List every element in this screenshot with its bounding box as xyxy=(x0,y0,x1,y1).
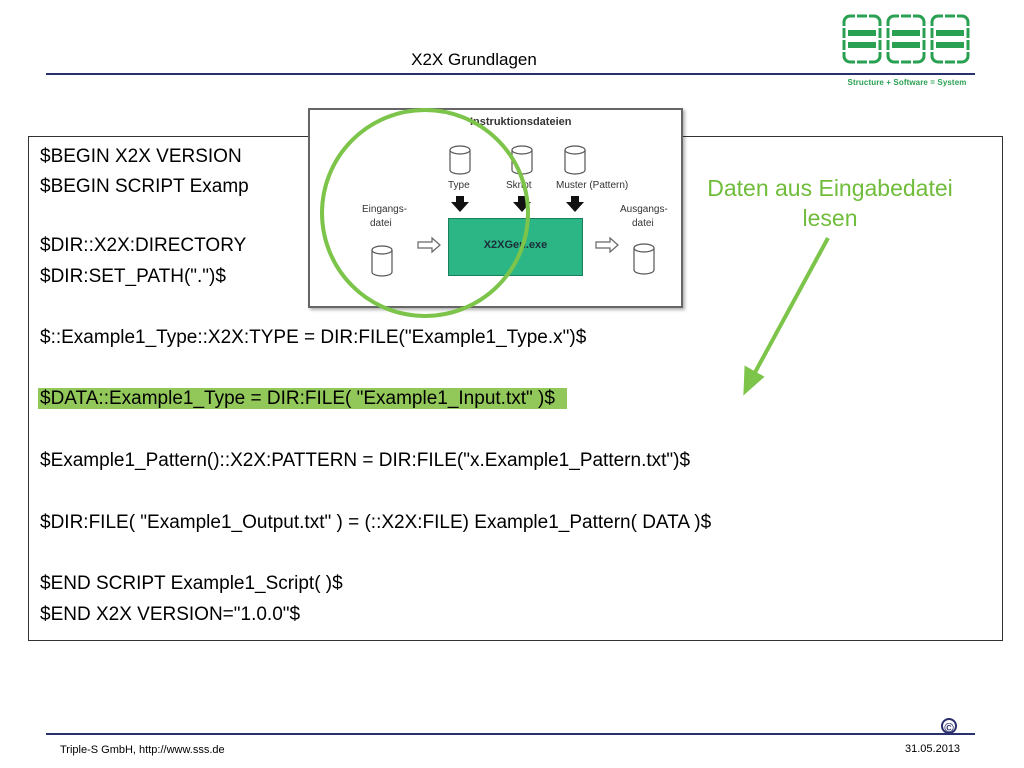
footer-company: Triple-S GmbH, http://www.sss.de xyxy=(60,744,225,756)
workflow-diagram: Instruktionsdateien Type Skript Muster (… xyxy=(308,108,683,308)
input-label-line2: datei xyxy=(370,218,392,229)
annotation-callout: Daten aus Eingabedatei lesen xyxy=(690,173,970,233)
generator-box: X2XGen.exe xyxy=(448,218,583,276)
highlighted-code-line: $DATA::Example1_Type = DIR:FILE( "Exampl… xyxy=(38,387,567,411)
code-highlight: $DATA::Example1_Type = DIR:FILE( "Exampl… xyxy=(38,388,567,409)
code-line: $DIR::X2X:DIRECTORY xyxy=(40,235,247,256)
footer-date: 31.05.2013 xyxy=(905,743,961,755)
pattern-label: Muster (Pattern) xyxy=(556,180,629,191)
logo-tagline: Structure + Software = System xyxy=(847,78,967,87)
code-line: $BEGIN X2X VERSION xyxy=(40,146,242,167)
annotation-line2: lesen xyxy=(802,205,858,231)
output-file-icon xyxy=(633,248,655,275)
type-label: Type xyxy=(448,180,470,191)
arrow-right-icon xyxy=(417,236,441,254)
arrow-down-icon xyxy=(513,196,531,212)
code-line: $DIR:FILE( "Example1_Output.txt" ) = (::… xyxy=(40,512,712,533)
slide-title: X2X Grundlagen xyxy=(411,50,537,69)
code-line: $BEGIN SCRIPT Examp xyxy=(40,176,249,197)
header-divider xyxy=(46,73,975,75)
footer-divider xyxy=(46,733,975,735)
annotation-line1: Daten aus Eingabedatei xyxy=(707,175,953,201)
code-line: $END X2X VERSION="1.0.0"$ xyxy=(40,604,301,625)
diagram-title: Instruktionsdateien xyxy=(470,116,572,128)
code-line: $END SCRIPT Example1_Script( )$ xyxy=(40,573,343,594)
code-line: $DIR:SET_PATH(".")$ xyxy=(40,266,226,287)
copyright-icon: © xyxy=(941,718,957,735)
arrow-right-icon xyxy=(595,236,619,254)
script-label: Skript xyxy=(506,180,532,191)
company-logo: Structure + Software = System xyxy=(838,14,976,87)
output-label-line1: Ausgangs- xyxy=(620,204,668,215)
code-line: $Example1_Pattern()::X2X:PATTERN = DIR:F… xyxy=(40,450,691,471)
sss-logo-icon xyxy=(842,14,970,64)
generator-label: X2XGen.exe xyxy=(483,239,548,251)
code-line: $::Example1_Type::X2X:TYPE = DIR:FILE("E… xyxy=(40,327,587,348)
input-label-line1: Eingangs- xyxy=(362,204,408,215)
arrow-down-icon xyxy=(451,196,469,212)
pattern-file-icon xyxy=(564,150,586,175)
arrow-down-icon xyxy=(566,196,584,212)
output-label-line2: datei xyxy=(632,218,654,229)
